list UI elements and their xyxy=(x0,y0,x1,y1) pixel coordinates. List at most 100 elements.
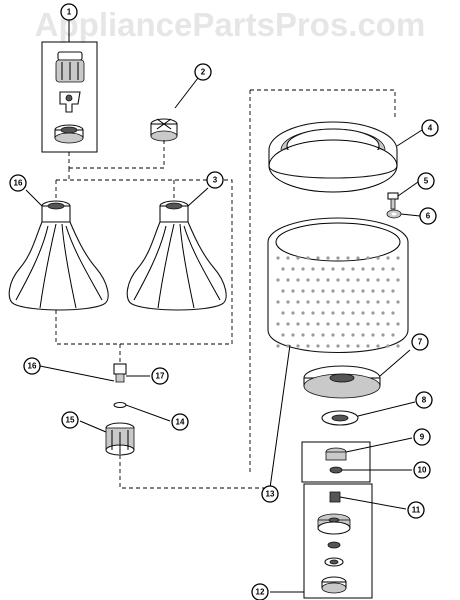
svg-text:3: 3 xyxy=(213,176,218,185)
perforation-hole xyxy=(276,278,280,282)
part-9-nut[interactable] xyxy=(325,437,413,461)
part-16-leader xyxy=(39,365,115,382)
perforation-hole xyxy=(376,278,380,282)
callout-2: 2 xyxy=(194,63,212,81)
perforation-hole xyxy=(396,278,400,282)
callout-17: 17 xyxy=(151,367,169,385)
perforation-hole xyxy=(366,300,370,304)
basket-perforations xyxy=(276,256,400,348)
perforation-hole xyxy=(376,344,380,348)
perforation-hole xyxy=(361,333,365,337)
perforation-hole xyxy=(341,311,345,315)
callout-9: 9 xyxy=(413,428,431,446)
part-17-bolt[interactable] xyxy=(113,363,150,383)
perforation-hole xyxy=(326,278,330,282)
part-3-agitator-right[interactable] xyxy=(126,200,227,311)
part-10-washer[interactable] xyxy=(329,466,412,474)
perforation-hole xyxy=(281,289,285,293)
part-8-seal[interactable] xyxy=(321,401,416,426)
perforation-hole xyxy=(366,278,370,282)
perforation-hole xyxy=(326,344,330,348)
perforation-hole xyxy=(341,289,345,293)
callout-10: 10 xyxy=(413,461,431,479)
perforation-hole xyxy=(391,311,395,315)
perforation-hole xyxy=(391,289,395,293)
callout-11: 11 xyxy=(407,501,425,519)
perforation-hole xyxy=(316,344,320,348)
svg-text:15: 15 xyxy=(66,416,75,425)
part-4-balance-ring[interactable] xyxy=(268,121,423,193)
perforation-hole xyxy=(301,333,305,337)
callout-5: 5 xyxy=(417,172,435,190)
perforation-hole xyxy=(356,278,360,282)
perforation-hole xyxy=(346,322,350,326)
perforation-hole xyxy=(346,278,350,282)
part-2-agitator-cap[interactable] xyxy=(150,77,199,142)
perforation-hole xyxy=(336,278,340,282)
perforation-hole xyxy=(331,311,335,315)
perforation-hole xyxy=(381,311,385,315)
perforation-hole xyxy=(306,344,310,348)
perforation-hole xyxy=(366,256,370,260)
perforation-hole xyxy=(276,344,280,348)
perforation-hole xyxy=(306,256,310,260)
perforation-hole xyxy=(356,300,360,304)
perforation-hole xyxy=(276,300,280,304)
perforation-hole xyxy=(386,344,390,348)
perforation-hole xyxy=(396,256,400,260)
perforation-hole xyxy=(276,322,280,326)
perforation-hole xyxy=(301,267,305,271)
part-14-washer[interactable] xyxy=(113,401,171,422)
svg-text:4: 4 xyxy=(428,124,433,133)
perforation-hole xyxy=(306,278,310,282)
perforation-hole xyxy=(296,278,300,282)
perforation-hole xyxy=(276,256,280,260)
perforation-hole xyxy=(311,289,315,293)
part-7-hub[interactable] xyxy=(303,349,411,399)
part-5-screw[interactable] xyxy=(387,181,419,210)
perforation-hole xyxy=(296,300,300,304)
perforation-hole xyxy=(366,322,370,326)
perforation-hole xyxy=(281,311,285,315)
perforation-hole xyxy=(316,278,320,282)
perforation-hole xyxy=(346,256,350,260)
svg-text:17: 17 xyxy=(156,372,165,381)
callout-14: 14 xyxy=(171,413,189,431)
callout-3: 3 xyxy=(187,171,224,207)
svg-text:16: 16 xyxy=(14,179,23,188)
part-6-washer[interactable] xyxy=(386,209,421,219)
part-1-agitator-cam-assembly[interactable] xyxy=(41,41,98,153)
perforation-hole xyxy=(286,256,290,260)
svg-text:8: 8 xyxy=(422,396,427,405)
perforation-hole xyxy=(396,300,400,304)
perforation-hole xyxy=(296,322,300,326)
perforation-hole xyxy=(371,311,375,315)
perforation-hole xyxy=(361,311,365,315)
part-12-box xyxy=(270,483,373,599)
svg-text:5: 5 xyxy=(424,177,429,186)
perforation-hole xyxy=(356,322,360,326)
svg-text:1: 1 xyxy=(67,8,72,17)
perforation-hole xyxy=(341,267,345,271)
part-16-agitator-left[interactable] xyxy=(8,200,109,311)
part-13-spin-basket[interactable] xyxy=(267,217,409,489)
svg-text:6: 6 xyxy=(426,212,431,221)
perforation-hole xyxy=(306,322,310,326)
svg-text:13: 13 xyxy=(266,490,275,499)
perforation-hole xyxy=(371,267,375,271)
perforation-hole xyxy=(306,300,310,304)
callout-8: 8 xyxy=(415,391,433,409)
svg-text:9: 9 xyxy=(420,433,425,442)
part-11-spline[interactable] xyxy=(329,491,407,510)
parts-9-10-box xyxy=(301,441,371,483)
callout-6: 6 xyxy=(419,207,437,225)
perforation-hole xyxy=(356,256,360,260)
svg-text:14: 14 xyxy=(176,418,185,427)
part-15-drive-bell[interactable] xyxy=(79,420,135,456)
callout-13: 13 xyxy=(261,485,279,503)
svg-text:10: 10 xyxy=(418,466,427,475)
perforation-hole xyxy=(341,333,345,337)
part-12-spin-tube-assembly[interactable] xyxy=(317,513,351,594)
perforation-hole xyxy=(286,278,290,282)
perforation-hole xyxy=(291,267,295,271)
